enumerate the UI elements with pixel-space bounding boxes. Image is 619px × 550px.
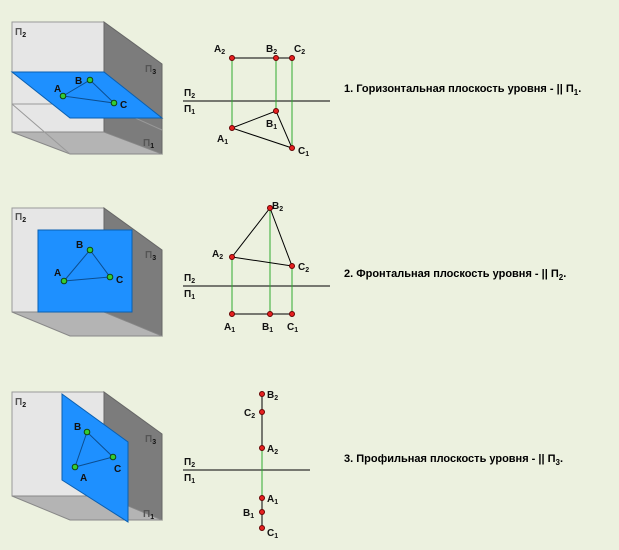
point-b-3d <box>86 76 94 84</box>
label-c1: C1 <box>267 528 278 540</box>
label-a1: A1 <box>217 134 228 146</box>
label-plane-side: П3 <box>145 250 156 262</box>
axis-label-upper: П2 <box>184 88 195 100</box>
caption-frontal: 2. Фронтальная плоскость уровня - || П2. <box>344 268 566 282</box>
label-c-3d: C <box>116 275 123 286</box>
caption-horizontal: 1. Горизонтальная плоскость уровня - || … <box>344 83 581 97</box>
frontal-plane <box>37 229 133 313</box>
axis-label-lower: П1 <box>184 473 195 485</box>
label-b2: B2 <box>266 44 277 56</box>
caption-end: . <box>563 268 567 280</box>
label-a2: A2 <box>212 249 223 261</box>
point-b-3d <box>83 428 91 436</box>
point-c-3d <box>106 273 114 281</box>
label-b2: B2 <box>272 201 283 213</box>
label-a1: A1 <box>267 494 278 506</box>
label-c1: C1 <box>298 146 309 158</box>
point-c-3d <box>109 453 117 461</box>
caption-profile: 3. Профильная плоскость уровня - || П3. <box>344 453 563 467</box>
caption-text: 3. Профильная плоскость уровня - || П <box>344 453 556 465</box>
label-b-3d: B <box>76 240 83 251</box>
label-a1: A1 <box>224 322 235 334</box>
label-c2: C2 <box>294 44 305 56</box>
label-b-3d: B <box>75 76 82 87</box>
label-a-3d: A <box>54 268 61 279</box>
label-b1: B1 <box>243 508 254 520</box>
point-c-3d <box>110 99 118 107</box>
box-bottom-face <box>11 131 163 155</box>
triangle-abc-3d <box>59 76 118 107</box>
label-a2: A2 <box>267 444 278 456</box>
caption-end: . <box>578 83 582 95</box>
label-c2: C2 <box>244 408 255 420</box>
triangle-abc-3d <box>71 428 117 471</box>
label-c-3d: C <box>114 464 121 475</box>
caption-sub: 2 <box>558 273 564 283</box>
row1-svg: A B C П2 П3 П1 П2 П1 A2 B2 C2 A1 B1 C1 <box>10 21 330 158</box>
label-b1: B1 <box>266 119 277 131</box>
label-c2: C2 <box>298 262 309 274</box>
label-b2: B2 <box>267 390 278 402</box>
row-horizontal-plane: A B C П2 П3 П1 П2 П1 A2 B2 C2 A1 B1 C1 <box>0 0 619 170</box>
label-plane-bottom: П1 <box>143 509 154 521</box>
point-a-3d <box>60 277 68 285</box>
row2-svg: A B C П2 П3 П2 П1 A2 B2 C2 A1 B1 C1 <box>11 201 330 337</box>
caption-sub: 3 <box>555 458 560 468</box>
label-plane-front: П2 <box>15 212 26 224</box>
label-a-3d: A <box>54 84 61 95</box>
row3-svg: A B C П2 П3 П1 П2 П1 B2 C2 A2 A1 B1 C1 <box>11 390 310 540</box>
caption-text: 2. Фронтальная плоскость уровня - || П <box>344 268 559 280</box>
label-plane-front: П2 <box>15 27 26 39</box>
epure-3 <box>183 391 310 531</box>
point-a-3d <box>71 463 79 471</box>
caption-end: . <box>559 453 564 465</box>
axis-label-lower: П1 <box>184 289 195 301</box>
epure-2 <box>183 205 330 317</box>
axis-label-lower: П1 <box>184 104 195 116</box>
label-a-3d: A <box>80 473 87 484</box>
label-b1: B1 <box>262 322 273 334</box>
label-b-3d: B <box>74 422 81 433</box>
label-plane-front: П2 <box>15 397 26 409</box>
label-plane-bottom: П1 <box>143 138 154 150</box>
axis-label-upper: П2 <box>184 457 195 469</box>
caption-sub: 1 <box>573 88 579 98</box>
label-c-3d: C <box>120 100 127 111</box>
row-frontal-plane: A B C П2 П3 П2 П1 A2 B2 C2 A1 B1 C1 2. Ф… <box>0 190 619 360</box>
row-profile-plane: A B C П2 П3 П1 П2 П1 B2 C2 A2 A1 B1 C1 3… <box>0 380 619 550</box>
horizontal-plane <box>10 71 164 119</box>
profile-plane <box>61 393 129 523</box>
axis-label-upper: П2 <box>184 273 195 285</box>
label-plane-side: П3 <box>145 434 156 446</box>
label-plane-side: П3 <box>145 64 156 76</box>
point-b-3d <box>86 246 94 254</box>
epure-1 <box>183 55 330 151</box>
label-c1: C1 <box>287 322 298 334</box>
triangle-abc-3d <box>60 246 114 285</box>
point-a-3d <box>59 92 67 100</box>
label-a2: A2 <box>214 44 225 56</box>
caption-text: 1. Горизонтальная плоскость уровня - || … <box>344 83 574 95</box>
